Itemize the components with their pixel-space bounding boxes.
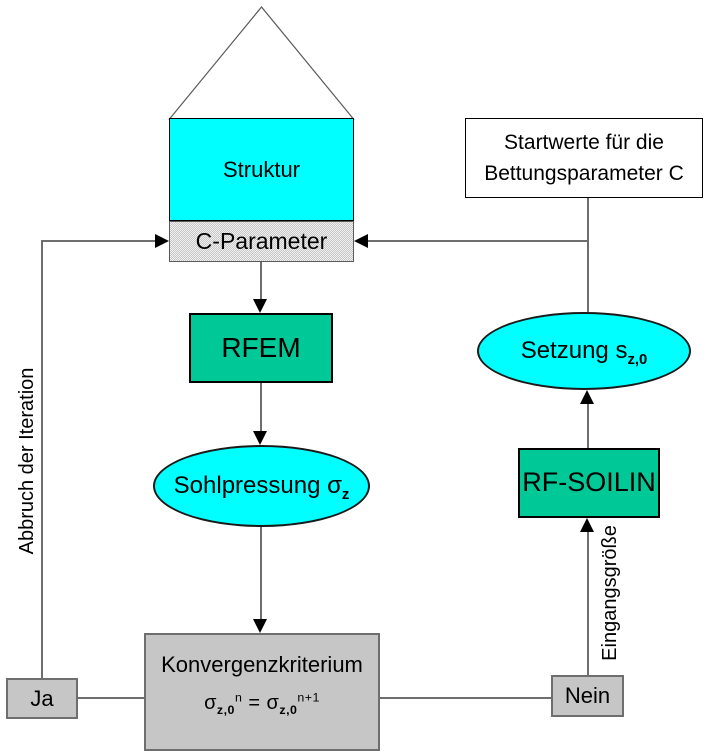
node-nein: Nein (551, 675, 624, 717)
struktur-label: Struktur (222, 156, 301, 182)
arrow-right-icon (155, 234, 169, 248)
arrow-up-icon (580, 518, 594, 532)
konvergenz-title: Konvergenzkriterium (161, 652, 363, 677)
node-struktur: Struktur (169, 118, 354, 221)
edge-cparameter-to-rfem (260, 262, 262, 302)
c-parameter-label: C-Parameter (195, 228, 328, 255)
node-startwerte: Startwerte für die Bettungsparameter C (465, 118, 703, 198)
node-setzung: Setzung sz,0 (477, 312, 691, 390)
roof-triangle (168, 6, 355, 120)
node-c-parameter: C-Parameter (169, 221, 354, 262)
node-rf-soilin: RF-SOILIN (518, 448, 660, 518)
edge-ja-loop-vertical (41, 241, 43, 678)
node-sohlpressung: Sohlpressung σz (153, 445, 370, 527)
rfem-label: RFEM (221, 331, 301, 363)
sohlpressung-label: Sohlpressung σz (173, 472, 350, 503)
nein-label: Nein (564, 683, 611, 709)
rf-soilin-label: RF-SOILIN (522, 467, 656, 498)
setzung-label: Setzung sz,0 (520, 337, 648, 368)
arrow-down-icon (253, 619, 267, 633)
arrow-up-icon (580, 390, 594, 404)
startwerte-line1: Startwerte für die (504, 131, 664, 154)
edge-rfem-to-sohlpressung (260, 383, 262, 433)
startwerte-line2: Bettungsparameter C (484, 162, 684, 185)
node-konvergenzkriterium: Konvergenzkriterium σz,0n=σz,0n+1 (144, 633, 380, 751)
edge-label-abbruch-der-iteration: Abbruch der Iteration (16, 367, 38, 555)
konvergenz-formula: σz,0n=σz,0n+1 (204, 690, 320, 718)
edge-konvergenz-to-nein (380, 697, 551, 699)
node-rfem: RFEM (189, 313, 333, 383)
edge-nein-to-rfsoilin (587, 531, 589, 675)
edge-loop-to-cparameter (41, 240, 156, 242)
edge-startwerte-to-setzung (587, 198, 589, 312)
node-ja: Ja (6, 678, 78, 719)
edge-label-eingangsgroesse: Eingangsgröße (599, 525, 621, 661)
edge-sohlpressung-to-konvergenz (260, 527, 262, 622)
arrow-left-icon (354, 234, 368, 248)
edge-junction-to-cparameter (367, 240, 588, 242)
arrow-down-icon (253, 431, 267, 445)
edge-rfsoilin-to-setzung (587, 403, 589, 449)
ja-label: Ja (30, 685, 54, 711)
arrow-down-icon (253, 299, 267, 313)
edge-ja-to-konvergenz (78, 697, 144, 699)
